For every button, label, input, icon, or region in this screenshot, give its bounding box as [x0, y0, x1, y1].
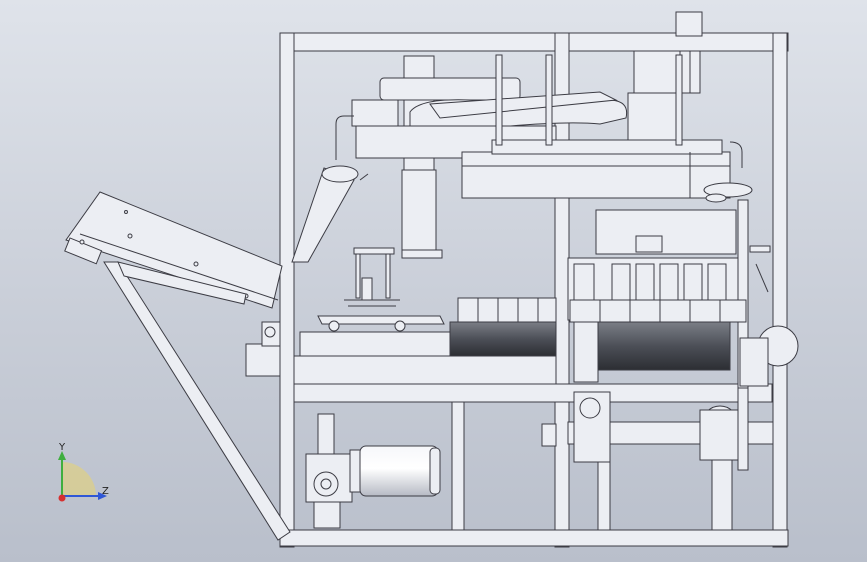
gripper-cylinder	[361, 277, 373, 301]
gripper-plate	[353, 247, 395, 255]
cylinder-housing	[351, 99, 399, 127]
conveyor-end-plate	[573, 321, 599, 383]
motor-endcap	[429, 447, 441, 495]
pick-gantry	[335, 54, 753, 259]
small-box	[541, 423, 557, 447]
actuator-body	[627, 92, 681, 142]
coordinate-triad[interactable]: Y Z	[48, 440, 118, 510]
triad-y-label: Y	[59, 442, 66, 453]
frame-right-post	[772, 32, 788, 548]
air-hose-left	[335, 115, 354, 160]
y-arrow-head	[58, 451, 66, 460]
conveyor-belt-left	[449, 321, 557, 357]
support-leg-long	[103, 261, 291, 541]
magazine-bracket	[245, 343, 281, 377]
frame-lower-rail	[293, 383, 773, 403]
vertical-rod	[495, 54, 503, 146]
support-leg-short	[117, 261, 247, 305]
z-arrow-head	[98, 492, 107, 500]
vertical-rod-2	[545, 54, 553, 146]
frame-top-beam	[279, 32, 789, 52]
drive-motor	[359, 445, 439, 497]
suction-tray	[317, 315, 445, 325]
main-drive	[305, 413, 441, 529]
magazine-body	[65, 191, 283, 309]
frame-left-post	[279, 32, 295, 548]
slide-block	[461, 151, 731, 199]
vertical-rod-3	[675, 54, 683, 146]
chute-mouth	[321, 165, 359, 183]
air-hose-right	[729, 141, 743, 168]
slide-rail	[491, 139, 723, 155]
machine-frame	[279, 32, 789, 548]
lower-bearings	[541, 387, 749, 471]
gearbox-column	[317, 413, 335, 455]
carton-row	[457, 297, 747, 323]
triad-z-label: Z	[102, 486, 109, 497]
chimney	[675, 11, 703, 37]
gripper-assembly	[299, 247, 451, 357]
magazine-support	[103, 261, 291, 541]
inclined-chute	[291, 165, 369, 263]
feed-magazine	[64, 191, 283, 309]
indexer-head	[595, 209, 737, 255]
origin-dot	[58, 494, 66, 502]
magazine-lip	[64, 237, 103, 265]
gantry-lower-column	[401, 169, 437, 257]
triad-graphic	[58, 451, 107, 502]
frame-bottom-beam	[279, 529, 789, 547]
drive-box	[739, 337, 769, 387]
frame-sub-post-1	[451, 401, 465, 531]
top-drive-unit	[627, 11, 703, 142]
gantry-foot	[401, 249, 443, 259]
conveyor-belt-right	[595, 321, 731, 371]
gearbox-base	[313, 501, 341, 529]
table-plate	[299, 331, 451, 357]
frame-work-table	[293, 355, 557, 385]
vertical-actuator	[633, 50, 701, 94]
